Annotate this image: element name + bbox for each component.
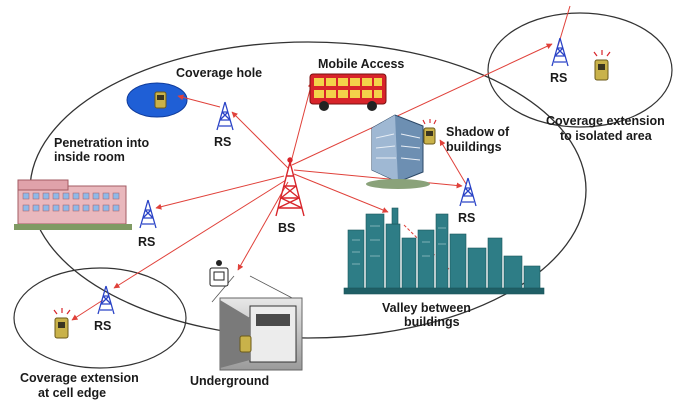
label-valley-2: buildings bbox=[404, 315, 460, 329]
label-rs: RS bbox=[550, 71, 567, 85]
subway-sign-icon bbox=[209, 260, 229, 287]
bs-tower-icon bbox=[275, 157, 305, 217]
subway-photo bbox=[219, 297, 303, 371]
label-coverage-ext-isolated-2: to isolated area bbox=[560, 129, 653, 143]
label-mobile-access: Mobile Access bbox=[318, 57, 404, 71]
label-rs: RS bbox=[214, 135, 231, 149]
office-building-icon bbox=[366, 114, 430, 189]
rs-tower-icon bbox=[216, 101, 234, 131]
label-underground: Underground bbox=[190, 374, 269, 388]
rs-tower-icon bbox=[97, 285, 115, 315]
relay-links bbox=[71, 5, 571, 321]
phone-icon bbox=[422, 119, 437, 145]
label-rs: RS bbox=[138, 235, 155, 249]
city-skyline-icon bbox=[343, 207, 545, 295]
edge-cell-ellipse bbox=[13, 267, 187, 369]
rs-tower-icon bbox=[139, 199, 157, 229]
label-coverage-hole: Coverage hole bbox=[176, 66, 262, 80]
label-coverage-ext-edge-2: at cell edge bbox=[38, 386, 106, 400]
apartment-building-icon bbox=[14, 179, 132, 230]
isolated-cell-ellipse bbox=[487, 12, 673, 128]
rs-tower-icon bbox=[551, 37, 569, 67]
phone-icon bbox=[593, 50, 611, 81]
label-coverage-ext-isolated-1: Coverage extension bbox=[546, 114, 665, 128]
label-rs: RS bbox=[94, 319, 111, 333]
label-penetration-2: inside room bbox=[54, 150, 125, 164]
label-penetration-1: Penetration into bbox=[54, 136, 150, 150]
underground-callout bbox=[211, 275, 297, 303]
bus-icon bbox=[309, 73, 387, 111]
label-shadow-1: Shadow of bbox=[446, 125, 510, 139]
label-bs: BS bbox=[278, 221, 295, 235]
phone-icon bbox=[154, 91, 167, 109]
city-window-grid bbox=[352, 225, 446, 265]
phone-icon bbox=[53, 308, 71, 339]
rs-tower-icon bbox=[459, 177, 477, 207]
label-shadow-2: buildings bbox=[446, 140, 502, 154]
label-valley-1: Valley between bbox=[382, 301, 471, 315]
label-coverage-ext-edge-1: Coverage extension bbox=[20, 371, 139, 385]
label-rs: RS bbox=[458, 211, 475, 225]
